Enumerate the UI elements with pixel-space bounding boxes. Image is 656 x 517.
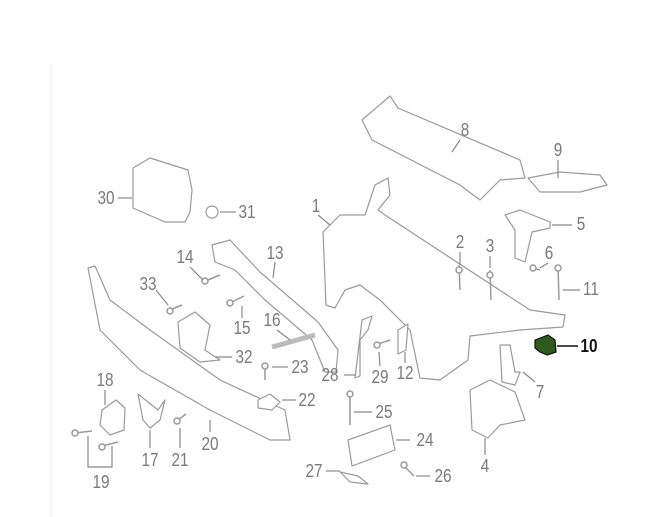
- part-9-bracket: [527, 171, 608, 193]
- part-32-bracket: [177, 311, 221, 363]
- part-28-sensor-link: [354, 315, 373, 379]
- callout-18[interactable]: 18: [96, 370, 114, 390]
- callout-6[interactable]: 6: [544, 243, 554, 263]
- callout-13[interactable]: 13: [266, 243, 284, 263]
- callout-2[interactable]: 2: [455, 232, 465, 252]
- callout-23[interactable]: 23: [291, 357, 309, 377]
- part-24-plate: [347, 424, 396, 467]
- part-10-highlighted-part: [534, 334, 557, 356]
- leader-lines: [87, 139, 580, 477]
- callout-31[interactable]: 31: [238, 202, 256, 222]
- callout-7[interactable]: 7: [535, 382, 545, 402]
- callout-25[interactable]: 25: [375, 402, 393, 422]
- callout-30[interactable]: 30: [97, 188, 115, 208]
- callout-11[interactable]: 11: [583, 279, 599, 299]
- callout-8[interactable]: 8: [460, 120, 470, 140]
- part-16-rod: [271, 332, 316, 350]
- callout-3[interactable]: 3: [485, 236, 495, 256]
- part-8-upper-crossmember: [361, 95, 526, 201]
- part-18-bracket: [99, 399, 126, 436]
- callout-12[interactable]: 12: [396, 363, 414, 383]
- callout-16[interactable]: 16: [263, 310, 281, 330]
- part-30-control-module: [132, 157, 193, 223]
- callout-9[interactable]: 9: [553, 140, 563, 160]
- part-31-nut: [205, 205, 219, 219]
- callout-27[interactable]: 27: [305, 461, 323, 481]
- callout-26[interactable]: 26: [434, 466, 452, 486]
- part-27-clip: [339, 471, 369, 485]
- fasteners: [71, 264, 562, 477]
- part-13-side-member: [211, 239, 339, 373]
- callout-33[interactable]: 33: [139, 274, 157, 294]
- part-4-bracket: [469, 379, 526, 439]
- part-20-bumper-beam: [87, 265, 291, 441]
- callout-20[interactable]: 20: [201, 434, 219, 454]
- callout-1[interactable]: 1: [311, 196, 321, 216]
- callout-29[interactable]: 29: [371, 367, 389, 387]
- callout-21[interactable]: 21: [171, 450, 189, 470]
- part-22-bracket: [257, 393, 281, 411]
- callout-22[interactable]: 22: [298, 390, 316, 410]
- part-7-bracket: [499, 344, 521, 386]
- callout-19[interactable]: 19: [92, 472, 110, 492]
- part-17-bracket: [137, 393, 166, 429]
- callout-15[interactable]: 15: [233, 318, 251, 338]
- callout-24[interactable]: 24: [416, 430, 434, 450]
- part-5-bracket: [504, 209, 551, 263]
- callout-4[interactable]: 4: [480, 456, 490, 476]
- callout-28[interactable]: 28: [321, 365, 339, 385]
- callout-32[interactable]: 32: [235, 347, 253, 367]
- part-12-cover: [397, 323, 409, 355]
- callout-5[interactable]: 5: [576, 214, 586, 234]
- part-1-front-carrier: [322, 177, 566, 381]
- callout-17[interactable]: 17: [141, 450, 159, 470]
- callout-14[interactable]: 14: [176, 247, 194, 267]
- callout-10-highlighted[interactable]: 10: [580, 336, 598, 356]
